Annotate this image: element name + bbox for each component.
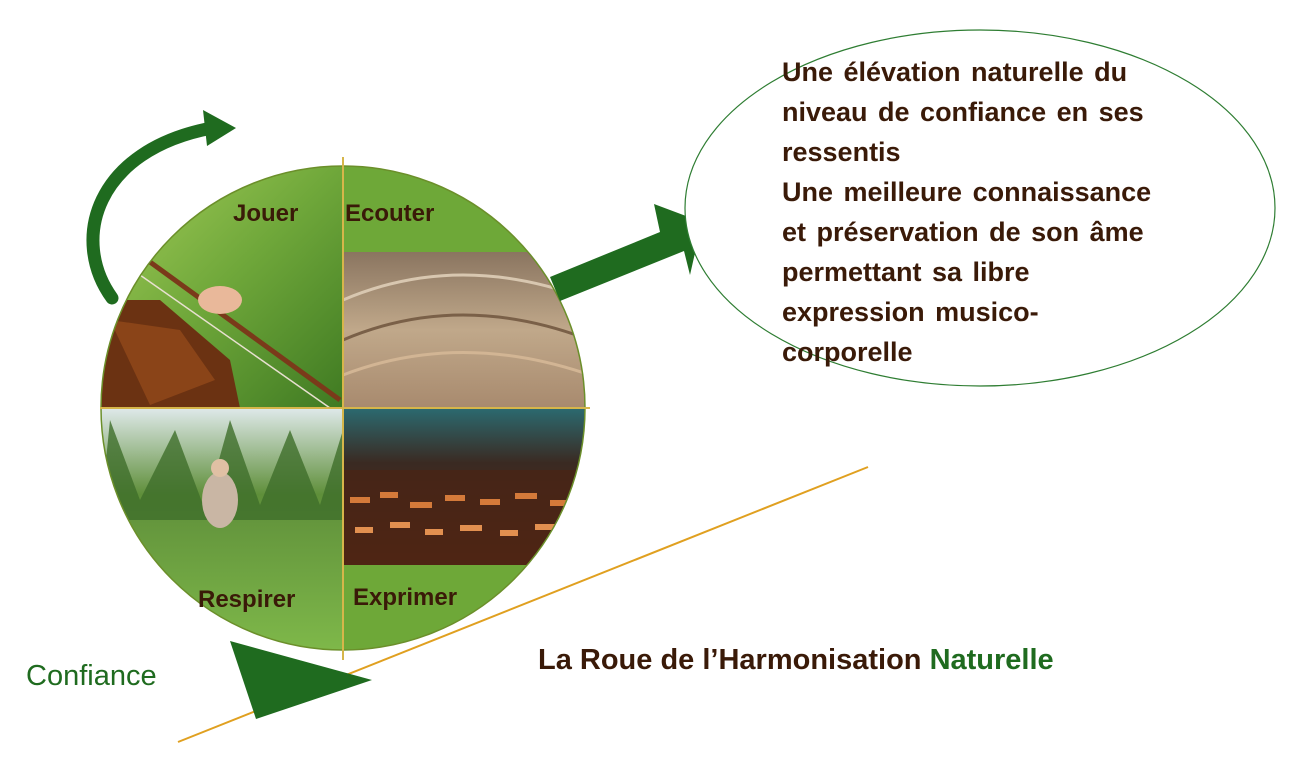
quadrant-label-jouer: Jouer [233,200,299,227]
confidence-triangle-icon [230,641,372,719]
violin-bow-photo [101,166,343,409]
title-accent: Naturelle [929,644,1054,676]
rotation-arrowhead-icon [203,110,236,146]
ellipse-text: Une élévation naturelle du niveau de con… [782,52,1242,372]
ellipse-line: ressentis [782,137,901,167]
orchestra-stage-photo [343,408,585,650]
ellipse-line: expression musico- [782,297,1039,327]
confidence-label: Confiance [26,660,157,692]
title-main: La Roue de l’Harmonisation [538,644,922,676]
diagram-title: La Roue de l’Harmonisation Naturelle [538,644,1054,677]
result-ellipse [684,29,1276,387]
result-arrow-icon [550,204,702,301]
rotation-arrow [86,121,219,305]
ellipse-line: et préservation de son âme [782,217,1144,247]
quadrant-label-ecouter: Ecouter [345,200,435,227]
ellipse-line: Une élévation naturelle du [782,57,1128,87]
quadrant-label-exprimer: Exprimer [353,584,458,611]
ellipse-line: corporelle [782,337,913,367]
ellipse-line: Une meilleure connaissance [782,177,1152,207]
quadrant-label-respirer: Respirer [198,586,296,613]
ellipse-line: permettant sa libre [782,257,1030,287]
stadium-crowd-photo [342,166,585,408]
ellipse-line: niveau de confiance en ses [782,97,1144,127]
